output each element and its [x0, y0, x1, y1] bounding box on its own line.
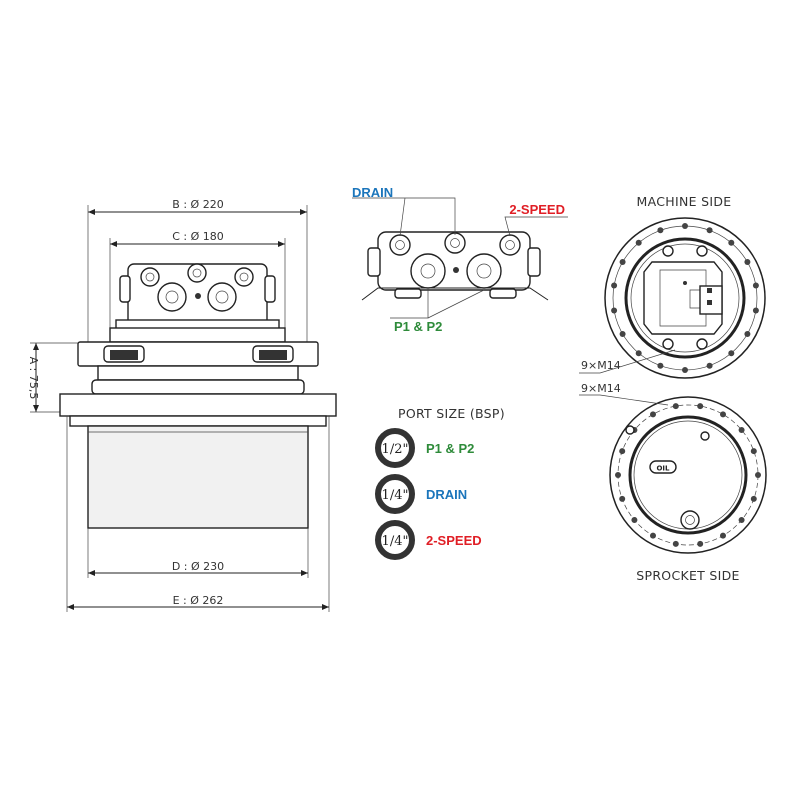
- bolt-hole: [738, 517, 745, 523]
- port-size-value: 1/4": [382, 488, 409, 503]
- oil-plug-label: OIL: [656, 465, 670, 473]
- port-size-label: DRAIN: [426, 487, 467, 502]
- dimension-e: E : Ø 262: [66, 416, 330, 612]
- bolt-hole: [682, 223, 688, 229]
- dimension-c-label: C : Ø 180: [172, 230, 224, 243]
- dimension-b-label: B : Ø 220: [172, 198, 223, 211]
- dimension-a-label: A : 75,5: [27, 357, 40, 400]
- bolt-hole: [657, 362, 664, 369]
- motor-side-view: [59, 263, 337, 529]
- bolt-hole: [615, 472, 621, 478]
- bolt-hole: [720, 532, 726, 539]
- bolt-hole: [619, 495, 626, 502]
- port-size-item: 1/4" 2-SPEED: [375, 520, 482, 560]
- bolt-hole: [657, 227, 664, 234]
- port-size-label: P1 & P2: [426, 441, 474, 456]
- port-size-value: 1/2": [382, 442, 409, 457]
- bolt-hole: [744, 331, 751, 337]
- bolt-hole: [706, 227, 713, 234]
- bolt-hole: [672, 540, 679, 547]
- bolt-hole: [619, 331, 626, 337]
- side-view: B : Ø 220 C : Ø 180 A : 75,5: [27, 198, 337, 612]
- port-size-label: 2-SPEED: [426, 533, 482, 548]
- bolt-hole: [682, 367, 688, 373]
- bolt-hole: [720, 411, 726, 418]
- bolt-hole: [728, 350, 735, 357]
- dimension-d-label: D : Ø 230: [172, 560, 224, 573]
- machine-side-title: MACHINE SIDE: [637, 194, 732, 209]
- bolt-hole: [619, 448, 626, 455]
- port-size-item: 1/2" P1 & P2: [375, 428, 474, 468]
- drain-callout: DRAIN: [352, 185, 393, 200]
- bolt-hole: [619, 259, 626, 265]
- port-size-value: 1/4": [382, 534, 409, 549]
- port-detail: DRAIN 2-SPEED P1 & P2: [352, 185, 568, 334]
- bolt-hole: [611, 282, 618, 289]
- bolt-hole: [752, 282, 759, 289]
- bolt-hole: [755, 472, 761, 478]
- dimension-c: C : Ø 180: [109, 230, 286, 345]
- bolt-hole: [697, 403, 704, 410]
- dimension-d: D : Ø 230: [87, 528, 309, 578]
- bolt-hole: [631, 517, 638, 523]
- bolt-hole: [650, 532, 656, 539]
- bolt-hole: [744, 259, 751, 265]
- machine-bolt-holes: [611, 223, 759, 373]
- port-size-legend: PORT SIZE (BSP) 1/2" P1 & P2 1/4" DRAIN …: [375, 406, 505, 560]
- port-size-item: 1/4" DRAIN: [375, 474, 467, 514]
- speed-callout: 2-SPEED: [509, 202, 565, 217]
- bolt-hole: [635, 239, 642, 246]
- machine-bolt-spec: 9×M14: [581, 359, 621, 372]
- bolt-hole: [697, 540, 704, 547]
- bolt-hole: [672, 403, 679, 410]
- bolt-hole: [650, 411, 656, 418]
- bolt-hole: [611, 307, 618, 314]
- bolt-hole: [738, 427, 745, 433]
- bolt-hole: [728, 239, 735, 246]
- bolt-hole: [750, 495, 757, 502]
- sprocket-side-view: OIL 9×M14 SPROCKET SIDE: [579, 382, 767, 583]
- sprocket-side-title: SPROCKET SIDE: [636, 568, 739, 583]
- dimension-b: B : Ø 220: [87, 198, 308, 345]
- bolt-hole: [752, 307, 759, 314]
- machine-side-view: MACHINE SIDE 9×M14: [579, 194, 766, 379]
- dimension-e-label: E : Ø 262: [173, 594, 224, 607]
- bolt-hole: [635, 350, 642, 357]
- p1p2-callout: P1 & P2: [394, 319, 442, 334]
- bolt-hole: [706, 362, 713, 369]
- port-size-title: PORT SIZE (BSP): [398, 406, 505, 421]
- sprocket-bolt-holes: [615, 403, 761, 547]
- sprocket-bolt-spec: 9×M14: [581, 382, 621, 395]
- bolt-hole: [750, 448, 757, 455]
- dimension-a: A : 75,5: [27, 342, 80, 413]
